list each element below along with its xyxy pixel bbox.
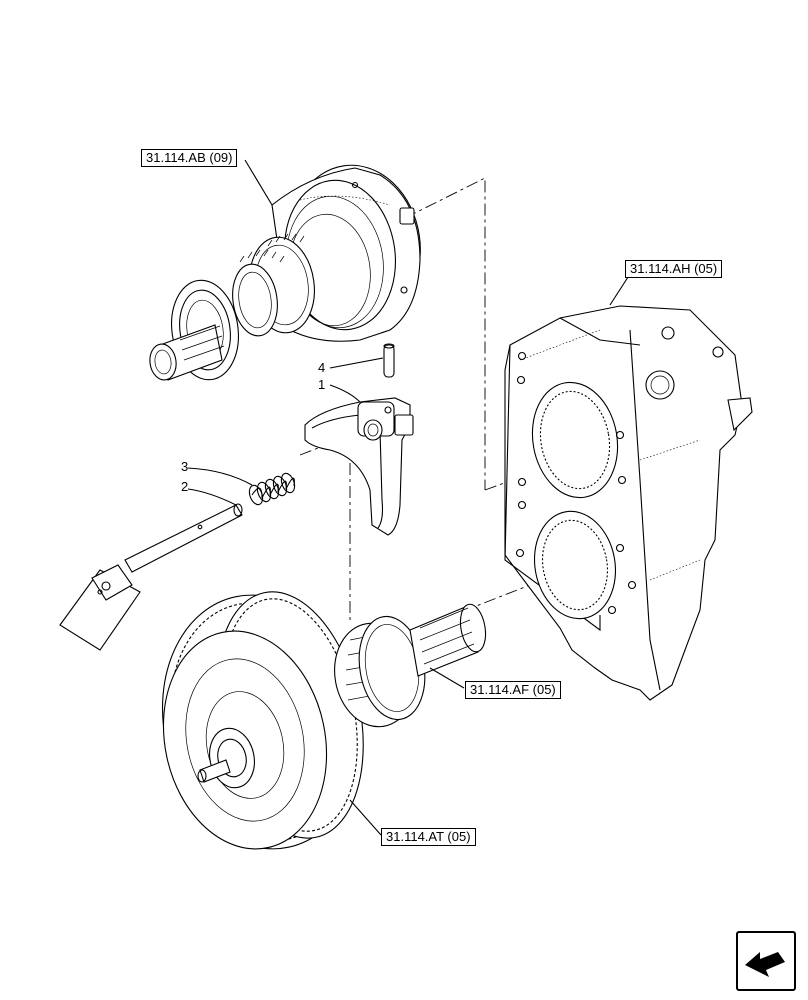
spring-part-3 [248, 472, 296, 506]
item-number-1: 1 [318, 377, 326, 392]
callout-31-114-ah[interactable]: 31.114.AH (05) [625, 260, 723, 278]
back-arrow-icon[interactable] [736, 931, 796, 991]
clutch-drum-assembly [149, 164, 421, 381]
pin-part-4 [383, 343, 395, 378]
shift-fork-part-1 [304, 397, 414, 536]
shift-rod-part-2 [59, 503, 243, 651]
gearbox-housing [504, 305, 753, 701]
callout-31-114-af[interactable]: 31.114.AF (05) [465, 681, 561, 699]
callout-31-114-ab[interactable]: 31.114.AB (09) [141, 149, 238, 167]
item-number-2: 2 [181, 479, 189, 494]
item-number-3: 3 [181, 459, 189, 474]
item-number-4: 4 [318, 360, 326, 375]
leader-lines [187, 159, 631, 836]
callout-31-114-at[interactable]: 31.114.AT (05) [381, 828, 476, 846]
splined-shaft-assembly [358, 603, 487, 721]
